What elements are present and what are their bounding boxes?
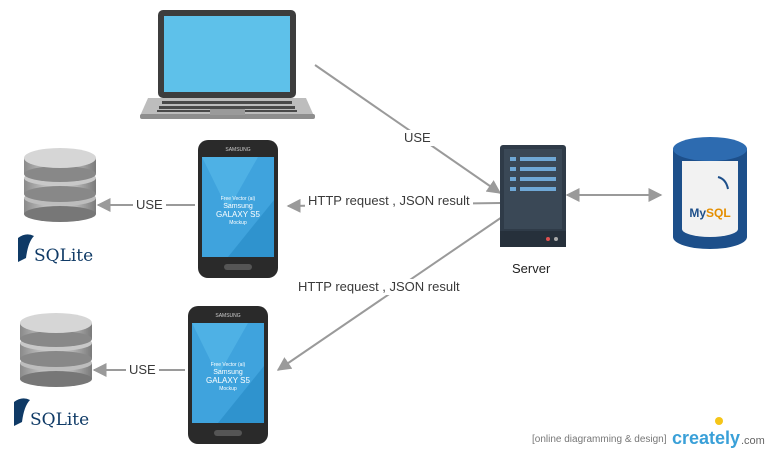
phone-top-icon: SAMSUNG Free Vector (ai) Samsung GALAXY … (198, 140, 278, 278)
label-use-db-top: USE (133, 197, 166, 213)
phone-line3-top: GALAXY S5 (216, 210, 260, 219)
phone-brand-bottom: SAMSUNG (215, 313, 240, 319)
sqlite-database-bottom-icon (20, 313, 92, 387)
arrow-laptop-to-server (314, 64, 502, 194)
sqlite-logo-bottom: SQLite (30, 410, 90, 430)
sqlite-logo-top: SQLite (34, 246, 94, 266)
phone-line2-bottom: Samsung (213, 369, 243, 376)
laptop-icon (140, 10, 315, 119)
phone-line4-bottom: Mockup (219, 386, 237, 392)
footer-domain: .com (741, 435, 765, 447)
footer-brand: creately (672, 428, 741, 448)
sqlite-feather-top-icon (18, 234, 34, 262)
sqlite-feather-bottom-icon (14, 398, 30, 426)
phone-line3-bottom: GALAXY S5 (206, 376, 250, 385)
phone-line1-top: Free Vector (ai) (221, 196, 256, 202)
phone-line4-top: Mockup (229, 220, 247, 226)
label-http-top: HTTP request , JSON result (305, 193, 473, 209)
phone-line2-top: Samsung (223, 203, 253, 210)
phone-line1-bottom: Free Vector (ai) (211, 362, 246, 368)
phone-brand-top: SAMSUNG (225, 147, 250, 153)
footer-tagline: [online diagramming & design] (532, 434, 667, 445)
label-http-bottom: HTTP request , JSON result (295, 279, 463, 295)
svg-text:MySQL: MySQL (689, 206, 730, 220)
sqlite-database-top-icon (24, 148, 96, 222)
label-use-laptop: USE (401, 130, 434, 146)
mysql-database-icon: MySQL (673, 137, 747, 249)
server-icon (500, 145, 566, 247)
server-label: Server (512, 261, 551, 276)
bulb-icon (715, 417, 723, 425)
label-use-db-bottom: USE (126, 362, 159, 378)
phone-bottom-icon: SAMSUNG Free Vector (ai) Samsung GALAXY … (188, 306, 268, 444)
